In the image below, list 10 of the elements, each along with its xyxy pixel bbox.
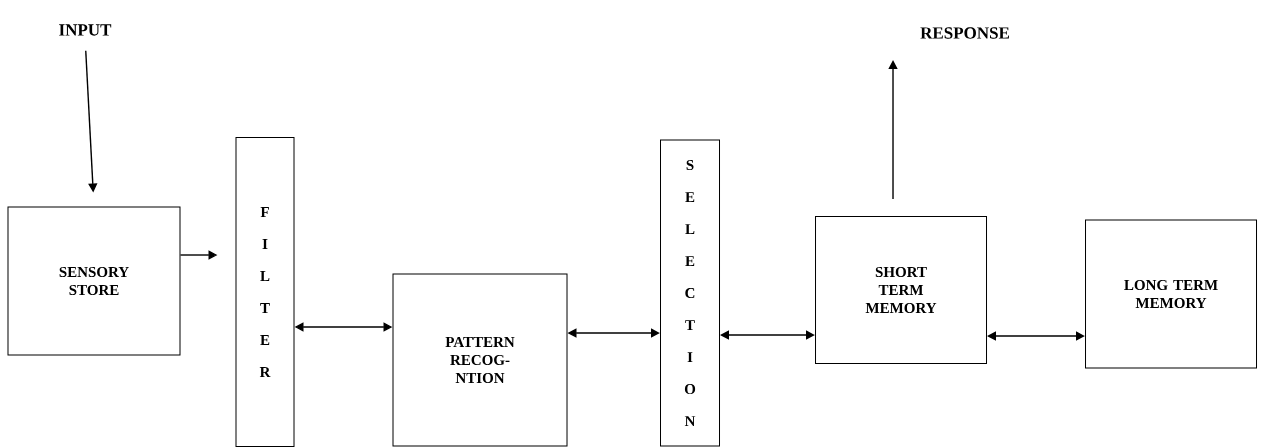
process-box: PATTERN RECOG-NTION <box>392 273 568 447</box>
arrow <box>987 331 1085 341</box>
process-box: SHORT TERM MEMORY <box>815 216 987 364</box>
heading-text: RESPONSE <box>920 27 1009 39</box>
heading-text: INPUT <box>59 24 112 36</box>
arrow <box>720 330 815 340</box>
process-box: LONG TERM MEMORY <box>1085 219 1257 369</box>
vertical-box: SELECTION <box>660 139 720 447</box>
vertical-box: FILTER <box>235 137 295 447</box>
process-box: SENSORY STORE <box>7 206 181 356</box>
